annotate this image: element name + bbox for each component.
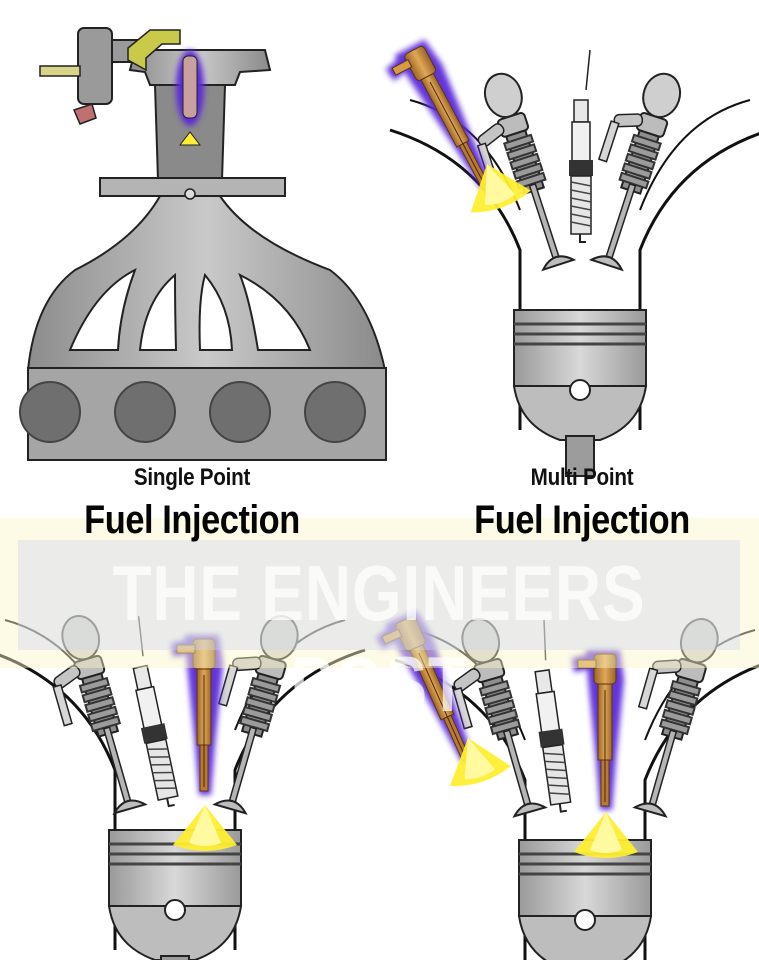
watermark-band <box>0 518 759 668</box>
single-point-caption-line1: Single Point <box>133 464 251 491</box>
single-point-illustration <box>19 27 387 461</box>
multi-point-caption-line1: Multi Point <box>530 464 634 491</box>
multi-point-caption-line2: Fuel Injection <box>474 498 690 542</box>
watermark-backdrop <box>18 540 740 650</box>
single-point-caption-line2: Fuel Injection <box>84 498 300 542</box>
multi-point-illustration <box>382 38 759 478</box>
watermark-text: THE ENGINEERS POST <box>112 549 646 728</box>
